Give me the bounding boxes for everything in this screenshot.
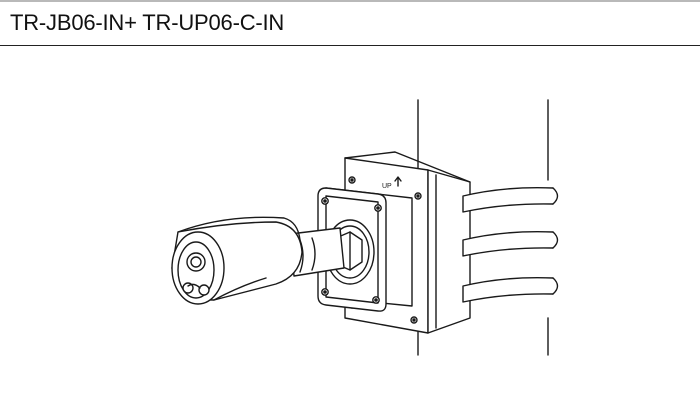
- page-header: TR-JB06-IN+ TR-UP06-C-IN: [0, 0, 700, 46]
- page-title: TR-JB06-IN+ TR-UP06-C-IN: [10, 10, 285, 35]
- mounting-illustration: UP: [0, 46, 700, 414]
- pole-clamp-straps: [462, 186, 559, 303]
- bullet-camera: [171, 216, 303, 305]
- mounting-diagram-svg: UP: [171, 99, 559, 356]
- up-mark-label: UP: [382, 183, 392, 190]
